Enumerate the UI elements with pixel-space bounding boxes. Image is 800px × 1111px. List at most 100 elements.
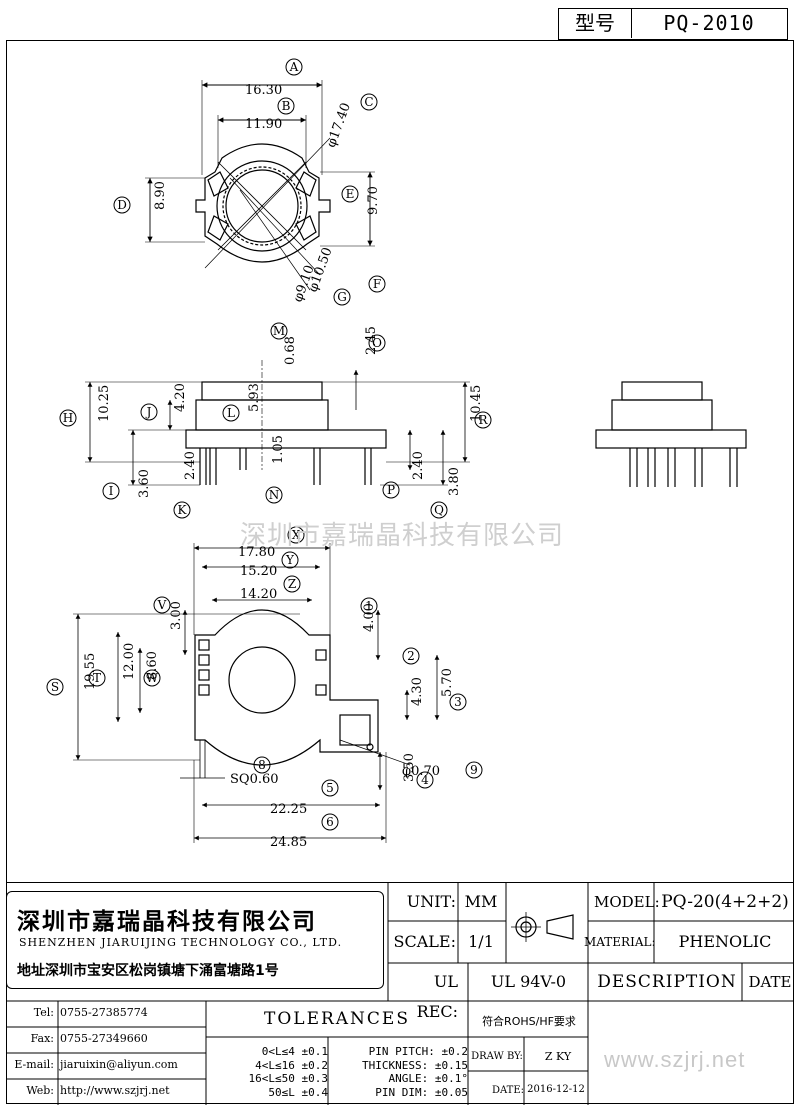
marker-9: 9 — [465, 761, 483, 779]
marker-4: 4 — [416, 771, 434, 789]
top-view — [145, 80, 375, 291]
marker-T: T — [88, 669, 106, 687]
dim-S-value: 19.55 — [83, 653, 98, 690]
marker-3: 3 — [449, 693, 467, 711]
model-label: MODEL: — [594, 893, 660, 911]
description-label: DESCRIPTION — [597, 972, 737, 992]
ul-label: UL REC: — [416, 972, 458, 1021]
dim-2-value: 4.30 — [410, 677, 425, 706]
dim-X-value: 17.80 — [238, 545, 275, 560]
top-view-markers: A B C D E F G — [113, 58, 386, 306]
side-view-markers: M O H J L R I K N P Q — [59, 322, 492, 519]
tolerance-other-row: PIN DIM: ±0.05 — [375, 1085, 468, 1099]
dim-W-value: 8.60 — [145, 651, 160, 680]
svg-text:Y: Y — [285, 553, 295, 567]
marker-P: P — [382, 481, 400, 499]
marker-I: I — [102, 482, 120, 500]
marker-N: N — [265, 486, 283, 504]
date-header-label: DATE — [748, 973, 792, 991]
dim-H-value: 10.25 — [97, 385, 112, 422]
date-field-label: DATE: — [491, 1085, 524, 1096]
marker-6: 6 — [321, 813, 339, 831]
tolerances-heading: TOLERANCES — [264, 1009, 410, 1029]
marker-F: F — [368, 275, 386, 293]
contact-value: http://www.szjrj.net — [60, 1084, 170, 1097]
unit-value: MM — [464, 892, 498, 911]
dim-K-value: 2.40 — [183, 451, 198, 480]
website-watermark: www.szjrj.net — [604, 1047, 746, 1072]
svg-text:1: 1 — [365, 599, 373, 613]
dim-9-value: φ0.70 — [402, 764, 440, 779]
marker-A: A — [285, 58, 303, 76]
svg-text:M: M — [273, 324, 285, 338]
dim-B-value: 11.90 — [245, 117, 282, 132]
dim-Z-value: 14.20 — [240, 587, 277, 602]
svg-text:K: K — [178, 503, 188, 517]
svg-text:W: W — [146, 671, 159, 685]
dim-E-value: 9.70 — [366, 186, 381, 215]
contact-value: 0755-27385774 — [60, 1006, 148, 1019]
tolerance-length-row: 4<L≤16 ±0.2 — [255, 1058, 328, 1072]
tolerance-length-row: 50≤L ±0.4 — [268, 1085, 328, 1099]
marker-M: M — [270, 322, 288, 340]
title-block: 深圳市嘉瑞晶科技有限公司 SHENZHEN JIARUIJING TECHNOL… — [6, 882, 794, 1105]
dim-3-value: 5.70 — [440, 668, 455, 697]
svg-text:L: L — [227, 406, 235, 420]
dim-P-value: 2.40 — [411, 451, 426, 480]
draw-by-label: DRAW BY: — [471, 1051, 523, 1062]
svg-text:H: H — [63, 411, 73, 425]
tolerance-other-row: PIN PITCH: ±0.2 — [368, 1045, 468, 1058]
svg-text:5: 5 — [326, 781, 334, 795]
contact-row-email: E-mail: jiaruixin@aliyun.com — [6, 1058, 206, 1080]
svg-text:J: J — [145, 405, 152, 419]
dim-pin-value: SQ0.60 — [230, 772, 279, 787]
svg-text:B: B — [282, 99, 291, 113]
svg-text:R: R — [478, 413, 488, 427]
tolerance-length-row: 0<L≤4 ±0.1 — [261, 1045, 328, 1058]
svg-text:O: O — [372, 336, 382, 350]
drawing-frame — [6, 40, 794, 1104]
rohs-note: 符合ROHS/HF要求 — [482, 1015, 576, 1028]
technical-drawing: 16.30 11.90 φ17.40 8.90 9.70 φ10.50 φ9.1… — [46, 58, 747, 850]
contact-label: Tel: — [33, 1006, 54, 1019]
svg-text:3: 3 — [454, 695, 462, 709]
svg-text:D: D — [117, 198, 127, 212]
svg-text:S: S — [51, 680, 59, 694]
dim-D-value: 8.90 — [153, 181, 168, 210]
dim-6-value: 24.85 — [270, 835, 307, 850]
marker-Y: Y — [281, 551, 299, 569]
model-box-label: 型号 — [559, 9, 632, 38]
svg-text:2: 2 — [407, 649, 415, 663]
material-value: PHENOLIC — [678, 932, 772, 951]
dim-Q-value: 3.80 — [447, 467, 462, 496]
marker-B: B — [277, 97, 295, 115]
marker-Z: Z — [283, 575, 301, 593]
marker-Q: Q — [430, 501, 448, 519]
dim-M-value: 0.68 — [283, 336, 298, 365]
svg-text:Q: Q — [434, 503, 444, 517]
contact-label: E-mail: — [14, 1058, 54, 1071]
marker-C: C — [360, 93, 378, 111]
dim-J-value: 4.20 — [173, 383, 188, 412]
marker-5: 5 — [321, 779, 339, 797]
marker-S: S — [46, 678, 64, 696]
dim-V-value: 3.00 — [169, 601, 184, 630]
draw-by-value: Z KY — [544, 1050, 572, 1063]
projection-symbol-icon — [511, 912, 574, 942]
dim-I-value: 3.60 — [137, 469, 152, 498]
marker-W: W — [143, 669, 161, 687]
svg-text:A: A — [289, 60, 299, 74]
dim-A-value: 16.30 — [245, 83, 282, 98]
contacts-table: Tel: 0755-27385774 Fax: 0755-27349660 E-… — [6, 1003, 206, 1105]
marker-2: 2 — [402, 647, 420, 665]
dim-L-value: 5.93 — [247, 383, 262, 412]
bottom-view-labels: 17.80 15.20 14.20 19.55 12.00 8.60 3.00 … — [83, 545, 455, 850]
tolerance-other-row: THICKNESS: ±0.15 — [362, 1058, 468, 1072]
model-box-value: PQ-2010 — [663, 11, 755, 35]
svg-text:G: G — [337, 290, 347, 304]
dim-O-value: 2.45 — [364, 326, 379, 355]
title-block-grid — [6, 883, 794, 1105]
dim-T-value: 12.00 — [122, 643, 137, 680]
marker-8: 8 — [253, 756, 271, 774]
contact-row-tel: Tel: 0755-27385774 — [6, 1006, 206, 1028]
